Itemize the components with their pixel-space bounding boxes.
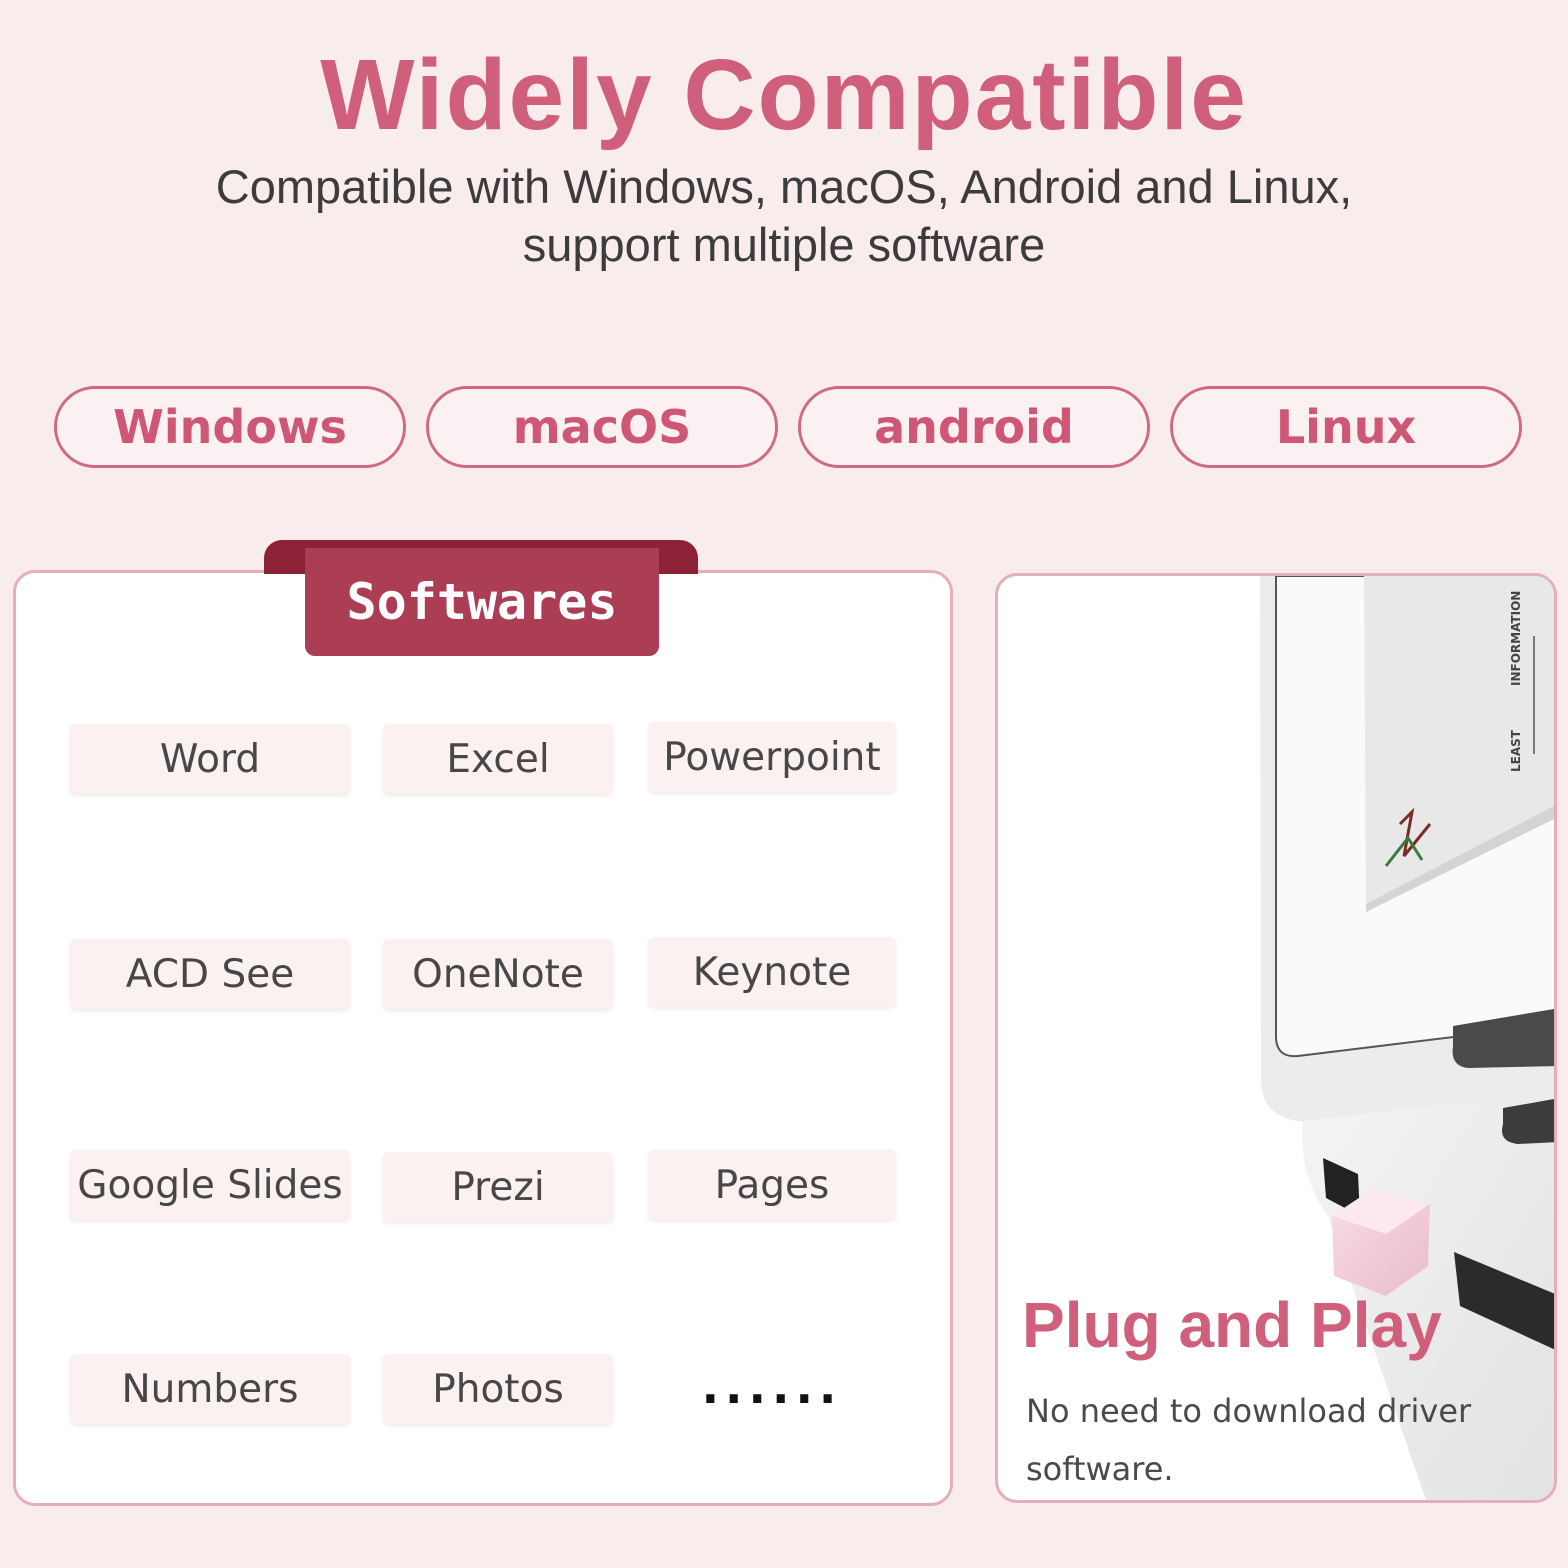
screen-text-information: INFORMATION bbox=[1509, 591, 1523, 686]
laptop-hinge bbox=[1452, 1009, 1554, 1068]
screen-logo-icon bbox=[1398, 807, 1432, 857]
software-item-powerpoint: Powerpoint bbox=[648, 722, 896, 792]
screen-text-least: LEAST bbox=[1509, 729, 1523, 772]
software-item-acd-see: ACD See bbox=[70, 939, 350, 1009]
usb-drive-top-face bbox=[1332, 1188, 1430, 1234]
plug-and-play-title: Plug and Play bbox=[1022, 1289, 1442, 1361]
os-pill-windows: Windows bbox=[54, 386, 406, 468]
software-item-keynote: Keynote bbox=[648, 937, 896, 1007]
subtitle-line-2: support multiple software bbox=[522, 218, 1046, 271]
software-item-word: Word bbox=[70, 724, 350, 794]
plug-and-play-description: No need to download driver software. bbox=[1026, 1392, 1472, 1488]
software-item-google-slides: Google Slides bbox=[70, 1150, 350, 1220]
plug-and-play-panel: INFORMATION LEAST bbox=[995, 573, 1557, 1503]
laptop-base bbox=[1302, 1091, 1554, 1500]
more-softwares-ellipsis: ...... bbox=[701, 1360, 843, 1414]
laptop-key bbox=[1502, 1099, 1554, 1144]
software-item-photos: Photos bbox=[383, 1354, 613, 1424]
os-pill-macos: macOS bbox=[426, 386, 778, 468]
software-item-pages: Pages bbox=[648, 1150, 896, 1220]
page-title: Widely Compatible bbox=[320, 39, 1248, 151]
software-item-numbers: Numbers bbox=[70, 1354, 350, 1424]
os-pill-android: android bbox=[798, 386, 1150, 468]
usb-port bbox=[1323, 1158, 1360, 1216]
software-item-excel: Excel bbox=[383, 724, 613, 794]
software-item-prezi: Prezi bbox=[383, 1152, 613, 1222]
os-pill-linux: Linux bbox=[1170, 386, 1522, 468]
os-compatibility-row: Windows macOS android Linux bbox=[54, 386, 1524, 468]
side-slot bbox=[1454, 1252, 1554, 1350]
page-subtitle: Compatible with Windows, macOS, Android … bbox=[0, 158, 1568, 274]
laptop-usb-illustration: INFORMATION LEAST bbox=[1260, 576, 1554, 1500]
screen-logo-accent-icon bbox=[1384, 835, 1424, 867]
software-item-onenote: OneNote bbox=[383, 939, 613, 1009]
subtitle-line-1: Compatible with Windows, macOS, Android … bbox=[215, 160, 1353, 213]
softwares-ribbon: Softwares bbox=[305, 548, 659, 656]
